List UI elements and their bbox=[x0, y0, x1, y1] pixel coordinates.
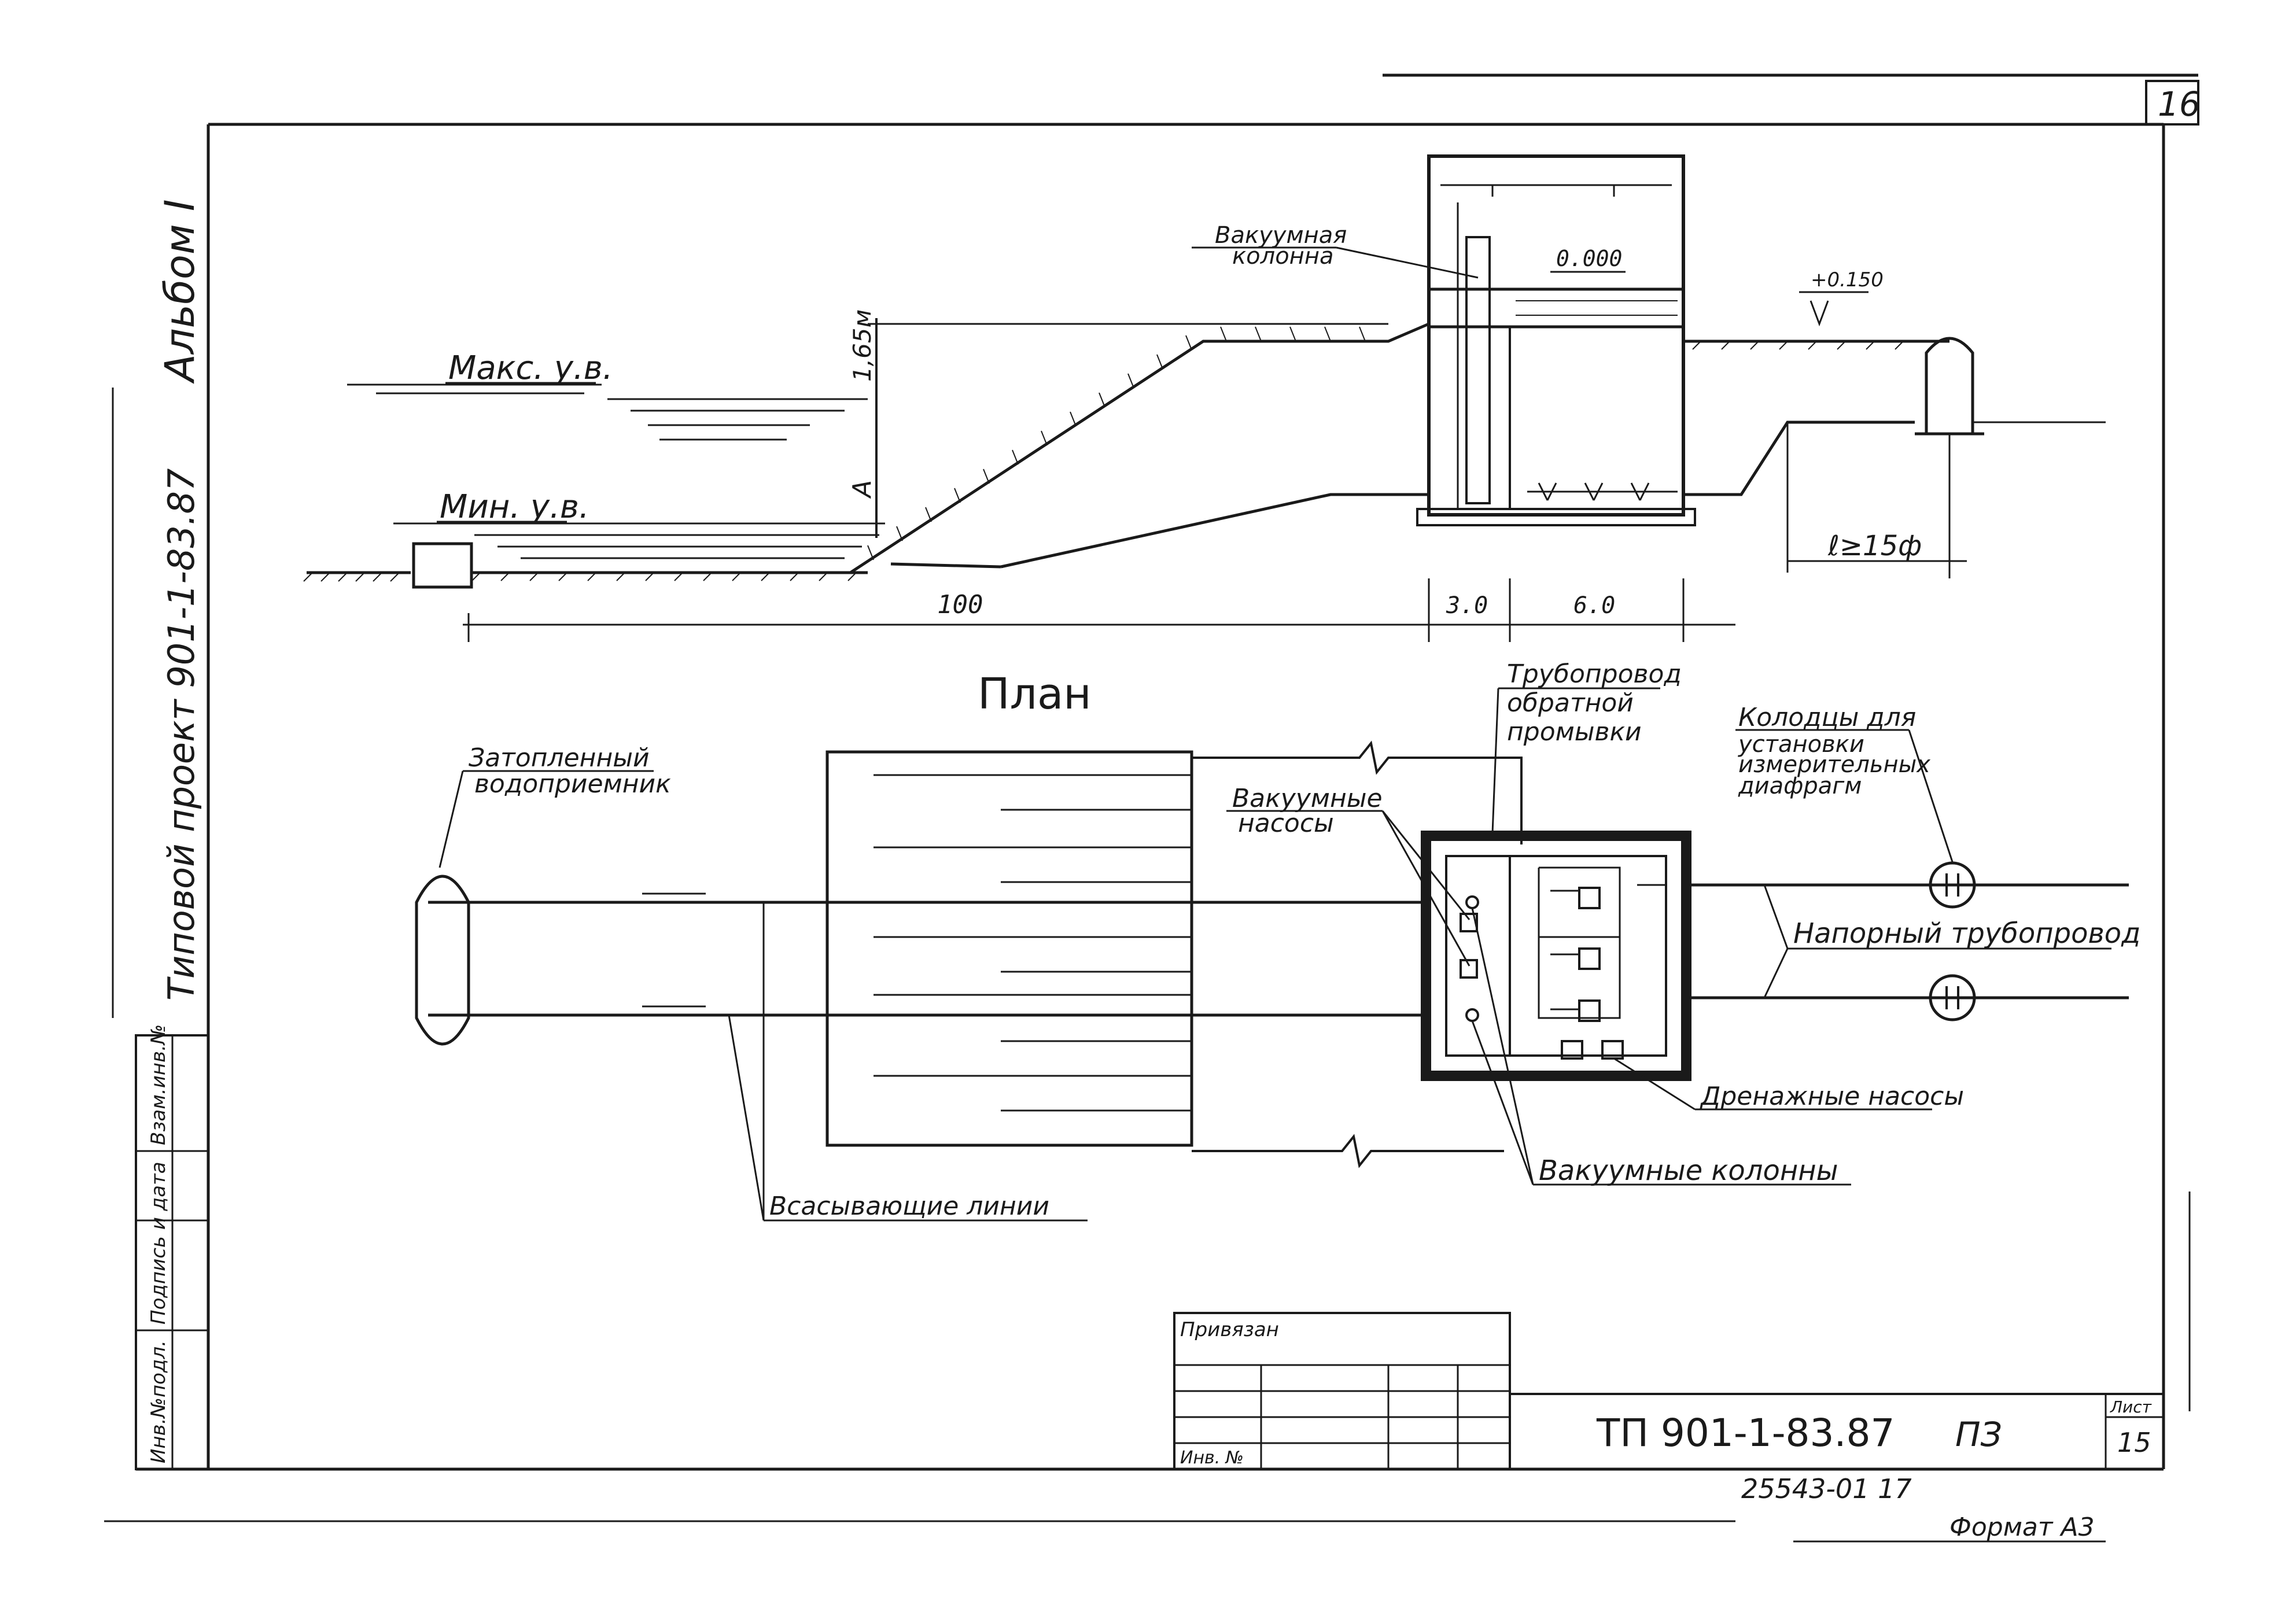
intake-block bbox=[412, 542, 473, 589]
a-label: А bbox=[847, 480, 877, 499]
flooded-intake-label-2: водоприемник bbox=[474, 769, 671, 799]
album-label: Альбом I bbox=[156, 199, 204, 384]
depth-label: 1,65м bbox=[848, 309, 876, 382]
pressure-pipe-label: Напорный трубопровод bbox=[1793, 917, 2140, 950]
vacuum-column-label-1: Вакуумная bbox=[1215, 222, 1347, 249]
vacuum-pumps-label-1: Вакуумные bbox=[1232, 784, 1383, 813]
stamp-sign-label: Подпись и дата bbox=[147, 1161, 170, 1325]
drainage-pumps-label: Дренажные насосы bbox=[1700, 1082, 1964, 1111]
project-code: ТП 901-1-83.87 bbox=[1596, 1411, 1895, 1455]
dim-100: 100 bbox=[937, 590, 983, 619]
pump-station-plan bbox=[1421, 831, 1691, 1081]
meter-well-label-1: Колодцы для bbox=[1738, 703, 1916, 732]
meter-well-plan-2 bbox=[1929, 974, 1976, 1021]
flooded-intake-label-1: Затопленный bbox=[469, 743, 650, 773]
meter-well-plan-1 bbox=[1929, 861, 1976, 909]
max-water-level-label: Макс. у.в. bbox=[448, 349, 613, 387]
stamp-inv-label: Инв.№подл. bbox=[147, 1340, 170, 1463]
meter-well-label-2: установки bbox=[1738, 731, 1864, 758]
dim-3: 3.0 bbox=[1446, 592, 1488, 619]
meter-well-label-4: диафрагм bbox=[1738, 773, 1862, 799]
stamp-replace-label: Взам.инв.№ bbox=[147, 1024, 170, 1145]
sheet-frame: 16 bbox=[104, 73, 2201, 1522]
doc-code: ПЗ bbox=[1955, 1415, 2002, 1454]
plan-view: План Затопленный водоприемник Всасывающи… bbox=[415, 659, 2140, 1222]
meter-well-section bbox=[1925, 337, 1974, 434]
floor-mark: 0.000 bbox=[1556, 246, 1622, 271]
sheet-corner-number: 16 bbox=[2158, 84, 2201, 124]
inv-label: Инв. № bbox=[1180, 1448, 1244, 1468]
dim-6: 6.0 bbox=[1573, 592, 1615, 619]
dim-l: ℓ≥15ф bbox=[1827, 530, 1922, 562]
floor-slab bbox=[1427, 287, 1685, 329]
section-view: Макс. у.в. Мин. у.в. 1,65м А 0.000 bbox=[303, 154, 2106, 642]
format-label: Формат А3 bbox=[1949, 1513, 2095, 1542]
side-stamp: Инв.№подл. Подпись и дата Взам.инв.№ bbox=[135, 1024, 209, 1470]
backwash-label-3: промывки bbox=[1507, 717, 1642, 747]
privyazan-label: Привязан bbox=[1180, 1318, 1279, 1341]
order-number: 25543-01 17 bbox=[1741, 1473, 1912, 1504]
embankment-plan bbox=[825, 750, 1193, 1147]
plan-title: План bbox=[978, 669, 1092, 719]
vacuum-column-section bbox=[1465, 236, 1491, 504]
vacuum-columns-label: Вакуумные колонны bbox=[1539, 1154, 1838, 1187]
suction-lines-label: Всасывающие линии bbox=[769, 1192, 1049, 1221]
sheet-label: Лист bbox=[2110, 1397, 2152, 1417]
meter-well-label-3: измерительных bbox=[1738, 751, 1930, 778]
title-block: Привязан Инв. № Лист 15 ТП 901-1-83.87 П… bbox=[1173, 1312, 2164, 1543]
flooded-intake bbox=[415, 875, 470, 1046]
ground-mark: +0.150 bbox=[1811, 268, 1884, 292]
backwash-label-1: Трубопровод bbox=[1507, 659, 1682, 689]
sheet-number: 15 bbox=[2117, 1427, 2151, 1458]
project-label: Типовой проект 901-1-83.87 bbox=[160, 469, 202, 1001]
min-water-level-label: Мин. у.в. bbox=[440, 488, 589, 526]
backwash-label-2: обратной bbox=[1507, 688, 1634, 718]
vacuum-pumps-label-2: насосы bbox=[1238, 809, 1334, 838]
